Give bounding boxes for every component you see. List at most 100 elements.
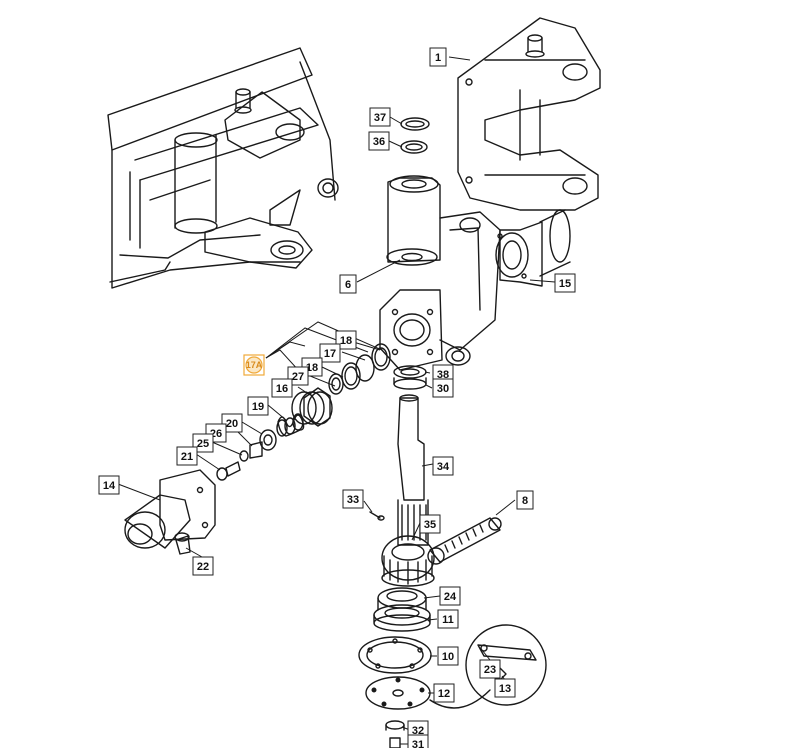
callout-number: 12 bbox=[438, 688, 450, 700]
callout-box bbox=[516, 490, 534, 510]
callout-number: 17 bbox=[324, 348, 336, 360]
cylinder-15 bbox=[495, 209, 571, 287]
callout-box bbox=[479, 659, 501, 679]
callout-box bbox=[432, 378, 454, 398]
callout-box bbox=[176, 446, 198, 466]
callout-number: 30 bbox=[437, 383, 449, 395]
callout-23[interactable]: 23 bbox=[479, 659, 501, 679]
callout-box bbox=[419, 514, 441, 534]
callout-36[interactable]: 36 bbox=[368, 131, 390, 151]
callout-number: 24 bbox=[444, 591, 457, 603]
gear-35 bbox=[381, 535, 435, 587]
callout-box bbox=[494, 678, 516, 698]
callout-box bbox=[287, 366, 309, 386]
callout-15[interactable]: 15 bbox=[554, 273, 576, 293]
spacer-30 bbox=[393, 377, 427, 390]
piston-16 bbox=[291, 387, 333, 427]
callout-16[interactable]: 16 bbox=[271, 378, 293, 398]
callout-number: 37 bbox=[374, 112, 386, 124]
callout-box bbox=[271, 378, 293, 398]
bolt-22 bbox=[174, 532, 191, 555]
callout-number: 20 bbox=[226, 418, 238, 430]
callout-box bbox=[437, 646, 459, 666]
nut-26 bbox=[249, 441, 263, 459]
callout-number: 1 bbox=[435, 52, 441, 64]
callout-21[interactable]: 21 bbox=[176, 446, 198, 466]
callout-box bbox=[319, 343, 341, 363]
callout-number: 13 bbox=[499, 683, 511, 695]
callout-30[interactable]: 30 bbox=[432, 378, 454, 398]
washer-37 bbox=[400, 117, 430, 131]
callout-box bbox=[439, 586, 461, 606]
callout-number: 38 bbox=[437, 369, 449, 381]
bolt-21 bbox=[216, 461, 241, 481]
callout-31[interactable]: 31 bbox=[407, 734, 429, 748]
steering-arm-part-1 bbox=[457, 17, 601, 211]
rack-8 bbox=[427, 517, 502, 565]
callout-number: 32 bbox=[412, 725, 424, 737]
callout-6[interactable]: 6 bbox=[339, 274, 357, 294]
callout-number: 31 bbox=[412, 739, 424, 748]
callout-35[interactable]: 35 bbox=[419, 514, 441, 534]
callout-box bbox=[429, 47, 447, 67]
axle-housing bbox=[107, 47, 339, 289]
flange-11 bbox=[373, 604, 431, 632]
callout-11[interactable]: 11 bbox=[437, 609, 459, 629]
callout-20[interactable]: 20 bbox=[221, 413, 243, 433]
callout-number: 35 bbox=[424, 519, 436, 531]
callout-10[interactable]: 10 bbox=[437, 646, 459, 666]
callout-12[interactable]: 12 bbox=[433, 683, 455, 703]
callout-1[interactable]: 1 bbox=[429, 47, 447, 67]
callout-22[interactable]: 22 bbox=[192, 556, 214, 576]
callout-18a[interactable]: 18 bbox=[335, 330, 357, 350]
callout-number: 15 bbox=[559, 278, 571, 290]
callout-number: 25 bbox=[197, 438, 209, 450]
gasket-10 bbox=[358, 636, 432, 674]
callout-27[interactable]: 27 bbox=[287, 366, 309, 386]
callout-box bbox=[369, 107, 391, 127]
callout-number: 10 bbox=[442, 651, 454, 663]
leader-lines bbox=[117, 56, 556, 745]
callout-box bbox=[98, 475, 120, 495]
cover-plate-12 bbox=[365, 676, 491, 710]
callout-17[interactable]: 17 bbox=[319, 343, 341, 363]
callout-number: 36 bbox=[373, 136, 385, 148]
callout-box bbox=[335, 330, 357, 350]
callout-number: 34 bbox=[437, 461, 450, 473]
callout-box bbox=[192, 433, 214, 453]
callout-box bbox=[554, 273, 576, 293]
callout-box bbox=[192, 556, 214, 576]
cover-14 bbox=[124, 469, 216, 549]
callout-13[interactable]: 13 bbox=[494, 678, 516, 698]
callout-box bbox=[339, 274, 357, 294]
spring-19 bbox=[276, 413, 305, 437]
callout-box bbox=[407, 734, 429, 748]
callout-33[interactable]: 33 bbox=[342, 489, 364, 509]
callout-37[interactable]: 37 bbox=[369, 107, 391, 127]
washer-20 bbox=[259, 429, 277, 451]
callout-number: 8 bbox=[522, 495, 528, 507]
nut-32 bbox=[385, 720, 405, 731]
washer-36 bbox=[400, 140, 428, 154]
callout-number: 14 bbox=[103, 480, 116, 492]
callout-34[interactable]: 34 bbox=[432, 456, 454, 476]
callout-19[interactable]: 19 bbox=[247, 396, 269, 416]
highlight-17a[interactable]: 17A bbox=[243, 354, 265, 376]
callout-number: 33 bbox=[347, 494, 359, 506]
callout-number: 16 bbox=[276, 383, 288, 395]
callout-number: 23 bbox=[484, 664, 496, 676]
callout-number: 22 bbox=[197, 561, 209, 573]
callout-14[interactable]: 14 bbox=[98, 475, 120, 495]
callout-box bbox=[368, 131, 390, 151]
callout-25[interactable]: 25 bbox=[192, 433, 214, 453]
callout-box bbox=[433, 683, 455, 703]
washer-25 bbox=[239, 450, 249, 462]
callout-24[interactable]: 24 bbox=[439, 586, 461, 606]
callout-8[interactable]: 8 bbox=[516, 490, 534, 510]
pin-33 bbox=[369, 511, 385, 521]
steering-knuckle bbox=[379, 175, 501, 371]
callout-box bbox=[432, 456, 454, 476]
callout-box bbox=[342, 489, 364, 509]
